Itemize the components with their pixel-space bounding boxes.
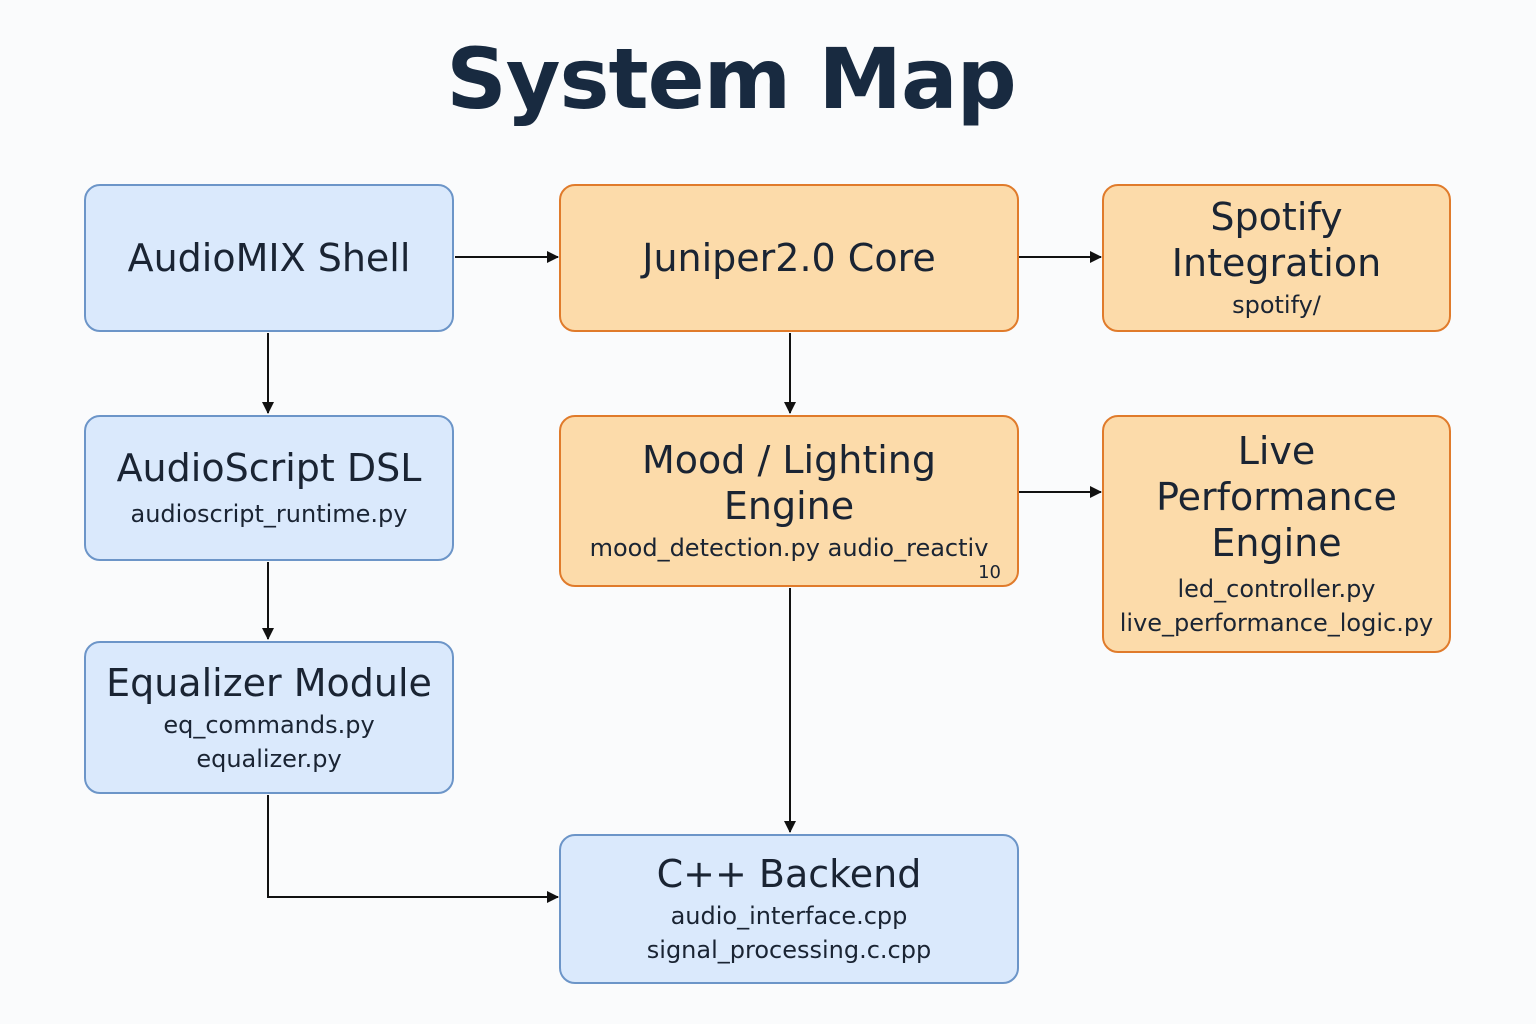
node-spotify-integration: Spotify Integration spotify/	[1102, 184, 1451, 332]
node-title: Live Performance Engine	[1156, 429, 1397, 565]
node-files: spotify/	[1232, 288, 1321, 322]
node-mood-lighting-engine: Mood / Lighting Engine mood_detection.py…	[559, 415, 1019, 587]
node-equalizer-module: Equalizer Module eq_commands.py equalize…	[84, 641, 454, 794]
node-title: Juniper2.0 Core	[642, 236, 936, 280]
node-title: AudioMIX Shell	[127, 236, 411, 280]
file-label: live_performance_logic.py	[1119, 609, 1434, 637]
node-cpp-backend: C++ Backend audio_interface.cpp signal_p…	[559, 834, 1019, 984]
file-label: audioscript_runtime.py	[130, 500, 408, 528]
node-title: C++ Backend	[656, 852, 922, 896]
file-label: led_controller.py	[1177, 575, 1376, 603]
node-files: mood_detection.py audio_reactiv	[590, 531, 989, 565]
node-files: audio_interface.cpp signal_processing.c.…	[647, 899, 931, 967]
node-files: eq_commands.py equalizer.py	[163, 708, 374, 776]
file-label: spotify/	[1232, 291, 1321, 319]
node-audiomix-shell: AudioMIX Shell	[84, 184, 454, 332]
node-juniper-core: Juniper2.0 Core	[559, 184, 1019, 332]
node-files: audioscript_runtime.py	[131, 497, 408, 531]
edge-eq-to-backend	[267, 795, 559, 903]
diagram-title: System Map	[446, 30, 1017, 128]
file-label: signal_processing.c.cpp	[646, 936, 932, 964]
node-title: Mood / Lighting Engine	[642, 438, 936, 528]
node-badge: 10	[978, 562, 1001, 583]
node-files: led_controller.py live_performance_logic…	[1120, 572, 1434, 640]
file-label: equalizer.py	[196, 744, 342, 773]
node-title: AudioScript DSL	[116, 446, 422, 490]
node-live-performance-engine: Live Performance Engine led_controller.p…	[1102, 415, 1451, 653]
node-title: Equalizer Module	[106, 660, 432, 705]
file-label: audio_interface.cpp	[670, 902, 908, 930]
file-label: eq_commands.py	[163, 710, 375, 739]
file-label: mood_detection.py audio_reactiv	[589, 534, 989, 562]
node-title: Spotify Integration	[1171, 195, 1382, 285]
node-audioscript-dsl: AudioScript DSL audioscript_runtime.py	[84, 415, 454, 561]
